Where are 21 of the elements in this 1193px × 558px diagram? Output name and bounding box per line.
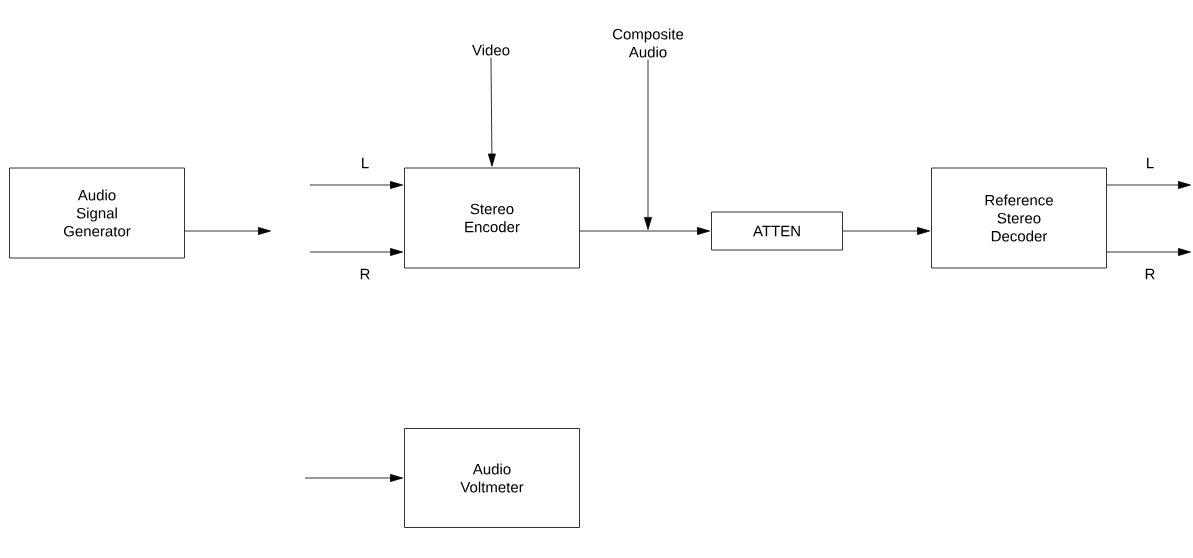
arrow (842, 227, 931, 235)
edge-label: L (1144, 156, 1156, 170)
arrow (184, 227, 271, 235)
arrow (1106, 248, 1191, 256)
arrow (644, 59, 652, 230)
arrow (579, 227, 711, 235)
edge-label: L (359, 156, 371, 170)
arrow (304, 474, 404, 482)
arrow (309, 248, 404, 256)
edge-label: R (358, 267, 372, 281)
process-box: Audio Voltmeter (404, 428, 580, 528)
process-box: ATTEN (711, 211, 843, 251)
arrow (487, 57, 496, 167)
signal-label: Composite Audio (612, 28, 684, 58)
arrow (1106, 181, 1191, 189)
edge-label: R (1143, 267, 1157, 281)
arrow (309, 181, 404, 189)
signal-label: Video (472, 44, 510, 56)
process-box: Audio Signal Generator (9, 167, 185, 259)
process-box: Stereo Encoder (404, 167, 580, 269)
process-box: Reference Stereo Decoder (931, 167, 1107, 269)
